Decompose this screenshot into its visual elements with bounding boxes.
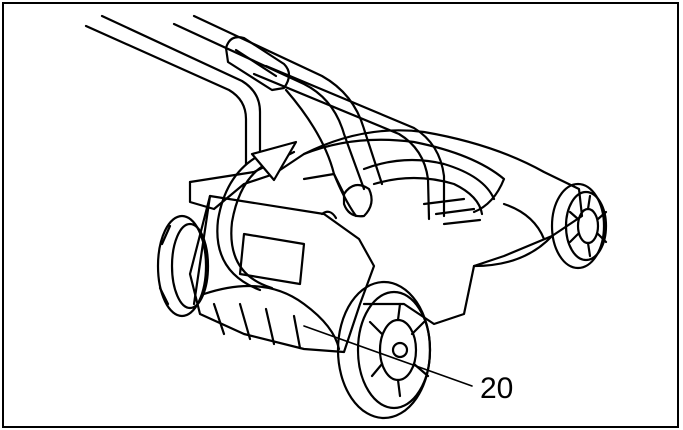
handle-bar-icon [84,14,446,221]
handle-grip-icon [224,36,291,92]
callout-leader-line [303,325,473,387]
rear-left-wheel-icon [156,214,210,318]
rear-right-wheel-icon [336,280,432,420]
mower-body-icon [188,129,584,326]
lift-arrow-icon [216,140,298,292]
callout-label: 20 [480,372,514,405]
grass-bag-icon [188,194,376,354]
lawn-mower-illustration [84,14,608,420]
front-right-wheel-icon [550,182,608,270]
power-cable-icon [284,88,358,218]
